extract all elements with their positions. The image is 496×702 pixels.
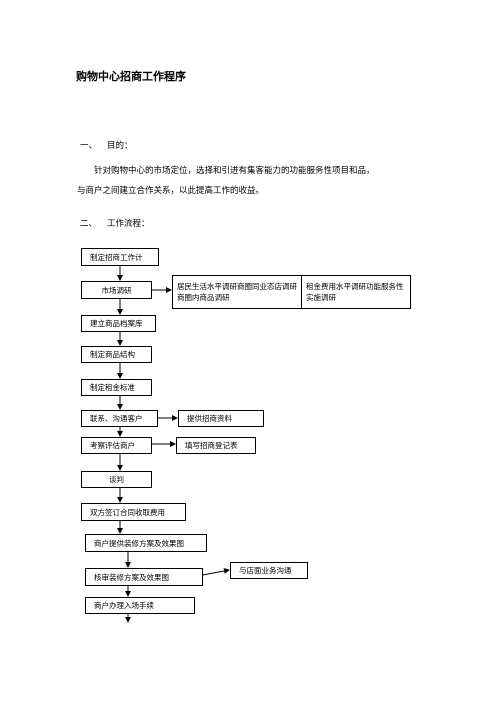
flow-step-rent: 制定租金标准 <box>81 379 152 396</box>
side-step-materials: 提供招商资料 <box>178 410 264 427</box>
purpose-line-1: 针对购物中心的市场定位，选择和引进有集客能力的功能服务性项目和品， <box>94 166 375 176</box>
flow-step-entry: 商户办理入场手续 <box>85 597 195 614</box>
section-1-number: 一、 <box>80 141 98 151</box>
side-step-communicate: 与店面业务沟通 <box>230 562 308 579</box>
research-box-b: 租金费用水平调研功能服务性实施调研 <box>301 275 411 309</box>
flow-step-archive: 建立商品档案库 <box>81 315 156 332</box>
flow-step-contract: 双方签订合同收取费用 <box>81 503 186 521</box>
page-title: 购物中心招商工作程序 <box>76 70 186 83</box>
flow-step-evaluate: 考察评估商户 <box>81 437 152 454</box>
flow-step-negotiate: 谈判 <box>81 471 152 488</box>
flow-step-market-research: 市场调研 <box>81 281 152 299</box>
arrow-side-11 <box>202 567 230 576</box>
research-box-a: 居民生活水平调研商圈同业态店调研商圈内商品调研 <box>172 275 302 309</box>
section-2-label: 工作流程： <box>107 219 150 229</box>
flow-step-contact: 联系、沟通客户 <box>81 410 158 427</box>
purpose-line-2: 与商户之间建立合作关系，以此提高工作的收益。 <box>77 186 265 196</box>
flow-step-structure: 制定商品结构 <box>81 346 152 363</box>
flow-step-plan: 制定招商工作计 <box>81 248 159 266</box>
side-step-register: 填写招商登记表 <box>176 437 256 454</box>
section-2-number: 二、 <box>80 219 98 229</box>
flow-step-review-plan: 核审装修方案及效果图 <box>85 568 203 586</box>
section-1-label: 目的： <box>107 141 133 151</box>
flow-step-decoration-plan: 商户提供装修方案及效果图 <box>85 534 207 552</box>
